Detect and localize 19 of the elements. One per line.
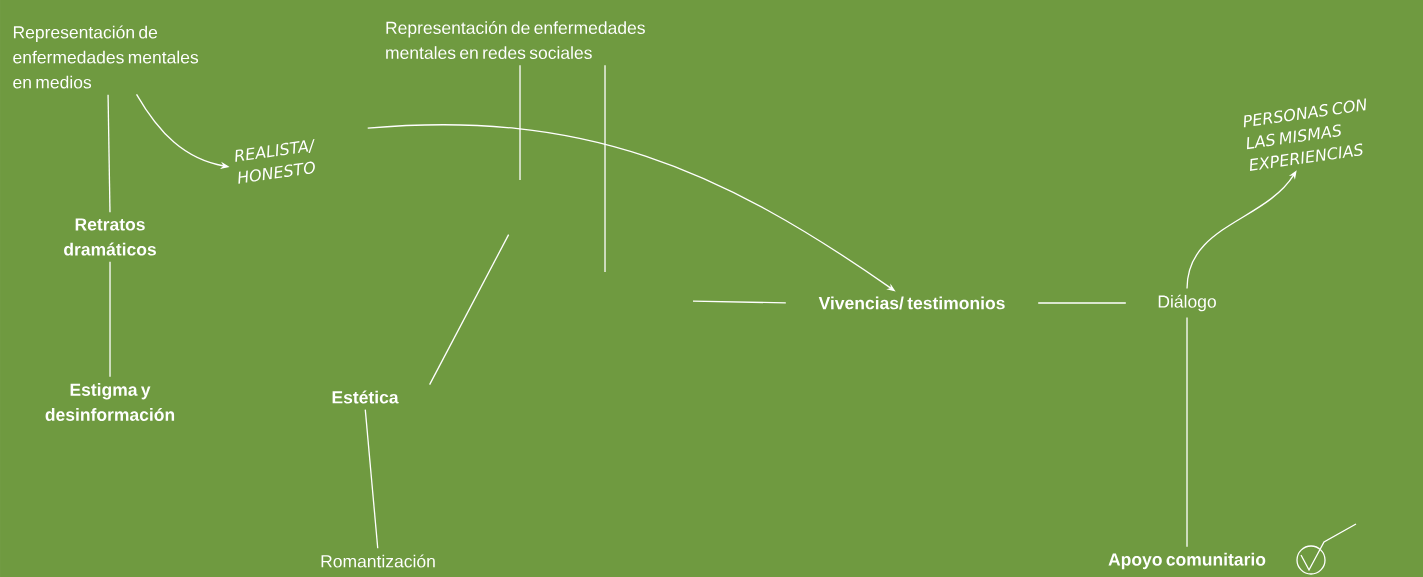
stage-label: Apoyo comunitario [1108, 552, 1266, 570]
connector-line [109, 261, 111, 378]
connector-line [519, 64, 521, 181]
connector-line [1037, 302, 1127, 304]
connector-line [107, 94, 111, 213]
handwritten-note: REALISTA/ HONESTO [235, 138, 315, 184]
stage-label: Retratos dramáticos [64, 218, 156, 256]
stage-label: Estigma y desinformación [45, 383, 175, 421]
connector-line [1186, 316, 1188, 548]
stage-label: Diálogo [1158, 294, 1216, 312]
heading-text: Representación de enfermedades mentales en medios [13, 25, 199, 89]
heading-text: Representación de enfermedades mentales en redes sociales [386, 20, 645, 60]
stage-label: Estética [332, 390, 399, 404]
connector-line [364, 409, 379, 549]
connector-line [692, 300, 787, 304]
stage-label: Romantización [321, 554, 435, 568]
stage-label: Vivencias/ testimonios [818, 296, 1005, 310]
connector-line [604, 64, 606, 273]
connector-line [428, 234, 510, 386]
